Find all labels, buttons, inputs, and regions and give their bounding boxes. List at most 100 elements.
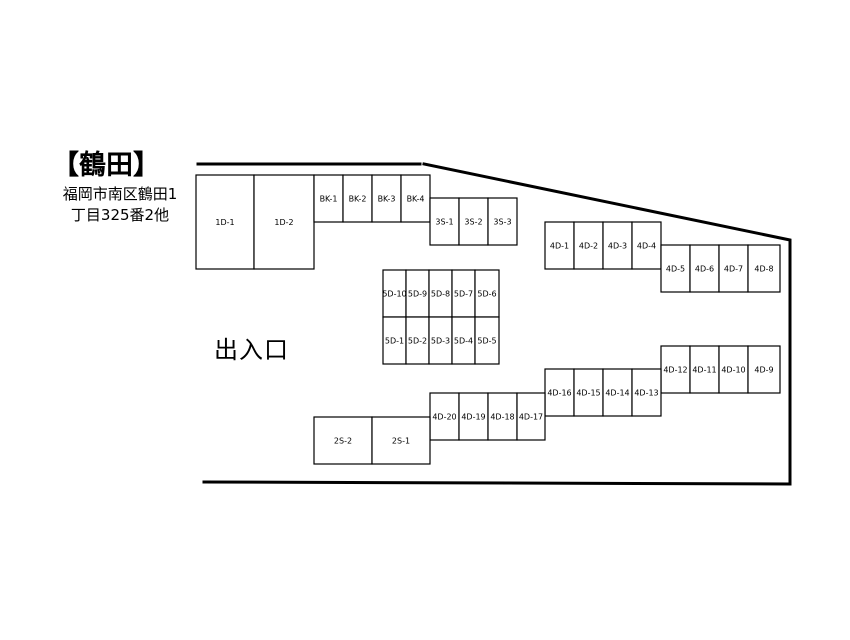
parking-space-label: 3S-1 [435,218,453,227]
parking-space-label: 4D-11 [692,366,716,375]
parking-space-3s-2: 3S-2 [458,197,489,246]
parking-space-box [602,221,633,270]
parking-space-label: BK-3 [378,195,396,204]
parking-space-4d-4: 4D-4 [631,221,662,270]
parking-space-bk-1: BK-1 [313,174,344,223]
parking-space-4d-8: 4D-8 [747,244,781,293]
parking-space-4d-3: 4D-3 [602,221,633,270]
parking-space-label: 5D-3 [431,337,450,346]
parking-space-label: 3S-3 [493,218,511,227]
parking-space-box [660,244,691,293]
parking-space-4d-18: 4D-18 [487,392,518,441]
parking-space-label: 4D-15 [576,389,600,398]
parking-space-label: 5D-5 [477,337,496,346]
parking-space-label: 4D-3 [608,242,627,251]
parking-space-box [747,345,781,394]
parking-space-label: 4D-19 [461,413,485,422]
parking-space-5d-10: 5D-10 [382,269,407,318]
parking-space-label: 5D-1 [385,337,404,346]
parking-space-box [544,221,575,270]
parking-space-4d-9: 4D-9 [747,345,781,394]
entrance-label: 出入口 [214,336,289,364]
parking-space-label: 2S-2 [334,437,352,446]
parking-space-3s-3: 3S-3 [487,197,518,246]
parking-space-label: 4D-12 [663,366,687,375]
parking-space-4d-15: 4D-15 [573,368,604,417]
parking-space-label: 1D-2 [274,218,293,227]
parking-space-label: BK-2 [349,195,367,204]
parking-space-label: 4D-8 [754,265,773,274]
parking-space-box [313,416,373,465]
parking-space-label: 4D-14 [605,389,629,398]
parking-space-4d-5: 4D-5 [660,244,691,293]
parking-space-3s-1: 3S-1 [429,197,460,246]
parking-space-box [516,392,546,441]
parking-space-box [718,345,749,394]
parking-space-4d-19: 4D-19 [458,392,489,441]
parking-space-box [573,368,604,417]
parking-space-label: 5D-4 [454,337,473,346]
parking-space-1d-1: 1D-1 [195,174,255,270]
parking-space-4d-16: 4D-16 [544,368,575,417]
parking-space-label: 5D-9 [408,290,427,299]
parking-space-4d-6: 4D-6 [689,244,720,293]
parking-space-box [660,345,691,394]
parking-space-bk-3: BK-3 [371,174,402,223]
parking-space-box [689,244,720,293]
parking-space-label: 4D-13 [634,389,658,398]
parking-space-box [487,392,518,441]
parking-space-2s-1: 2S-1 [371,416,431,465]
boundary-top-right [422,162,792,486]
parking-space-label: 5D-8 [431,290,450,299]
parking-space-4d-17: 4D-17 [516,392,546,441]
parking-space-label: 4D-2 [579,242,598,251]
parking-space-box [195,174,255,270]
parking-space-label: 4D-20 [432,413,456,422]
parking-space-label: 4D-1 [550,242,569,251]
parking-space-label: 4D-7 [724,265,743,274]
parking-space-label: 3S-2 [464,218,482,227]
parking-space-4d-14: 4D-14 [602,368,633,417]
parking-space-label: 5D-6 [477,290,496,299]
parking-space-5d-7: 5D-7 [451,269,476,318]
parking-space-box [631,221,662,270]
parking-space-5d-5: 5D-5 [474,316,500,365]
parking-space-1d-2: 1D-2 [253,174,315,270]
parking-space-4d-7: 4D-7 [718,244,749,293]
parking-space-label: 4D-18 [490,413,514,422]
parking-space-label: BK-4 [407,195,425,204]
boundary-bottom [202,480,792,486]
parking-space-bk-2: BK-2 [342,174,373,223]
parking-space-box [487,197,518,246]
parking-space-5d-6: 5D-6 [474,269,500,318]
parking-space-box [253,174,315,270]
parking-space-4d-1: 4D-1 [544,221,575,270]
parking-space-box [400,174,431,223]
parking-space-box [718,244,749,293]
parking-space-box [313,174,344,223]
parking-space-label: 4D-16 [547,389,571,398]
parking-space-label: 5D-2 [408,337,427,346]
parking-space-label: 2S-1 [392,437,410,446]
parking-space-label: 4D-9 [754,366,773,375]
parking-space-5d-3: 5D-3 [428,316,453,365]
parking-space-label: 5D-7 [454,290,473,299]
parking-space-label: 4D-6 [695,265,714,274]
parking-space-label: 1D-1 [215,218,234,227]
parking-space-label: 4D-4 [637,242,656,251]
parking-space-5d-2: 5D-2 [405,316,430,365]
parking-space-5d-4: 5D-4 [451,316,476,365]
parking-space-label: 4D-5 [666,265,685,274]
parking-space-box [458,392,489,441]
parking-space-box [747,244,781,293]
address-line-2: 丁目325番2他 [70,206,170,224]
parking-space-label: 4D-17 [519,413,543,422]
parking-space-box [371,416,431,465]
lot-title: 【鶴田】 [52,150,160,181]
parking-space-label: 4D-10 [721,366,745,375]
parking-space-4d-12: 4D-12 [660,345,691,394]
parking-space-2s-2: 2S-2 [313,416,373,465]
address-line-1: 福岡市南区鶴田1 [62,185,178,203]
parking-space-4d-10: 4D-10 [718,345,749,394]
